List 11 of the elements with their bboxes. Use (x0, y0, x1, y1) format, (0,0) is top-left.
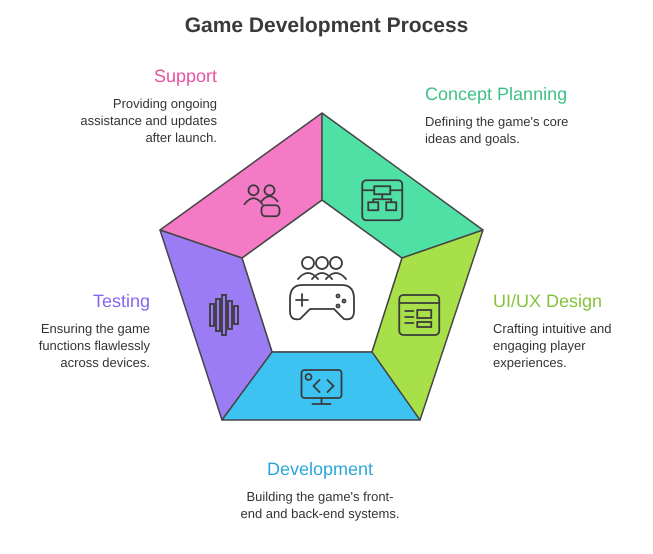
stage-description: Building the game's front-end and back-end systems. (240, 488, 400, 522)
stage-description: Ensuring the game functions flawlessly across devices. (38, 320, 150, 371)
stage-description: Providing ongoing assistance and updates after launch. (79, 95, 217, 146)
stage-heading: Testing (92, 291, 150, 312)
stage-heading: Concept Planning (425, 84, 568, 105)
stage-description: Crafting intuitive and engaging player experiences. (493, 320, 613, 371)
stage-heading: Development (266, 459, 374, 480)
title: Game Development Process (184, 14, 470, 38)
stage-description: Defining the game's core ideas and goals. (425, 113, 570, 147)
stage-heading: Support (152, 66, 217, 87)
stage-heading: UI/UX Design (493, 291, 604, 312)
